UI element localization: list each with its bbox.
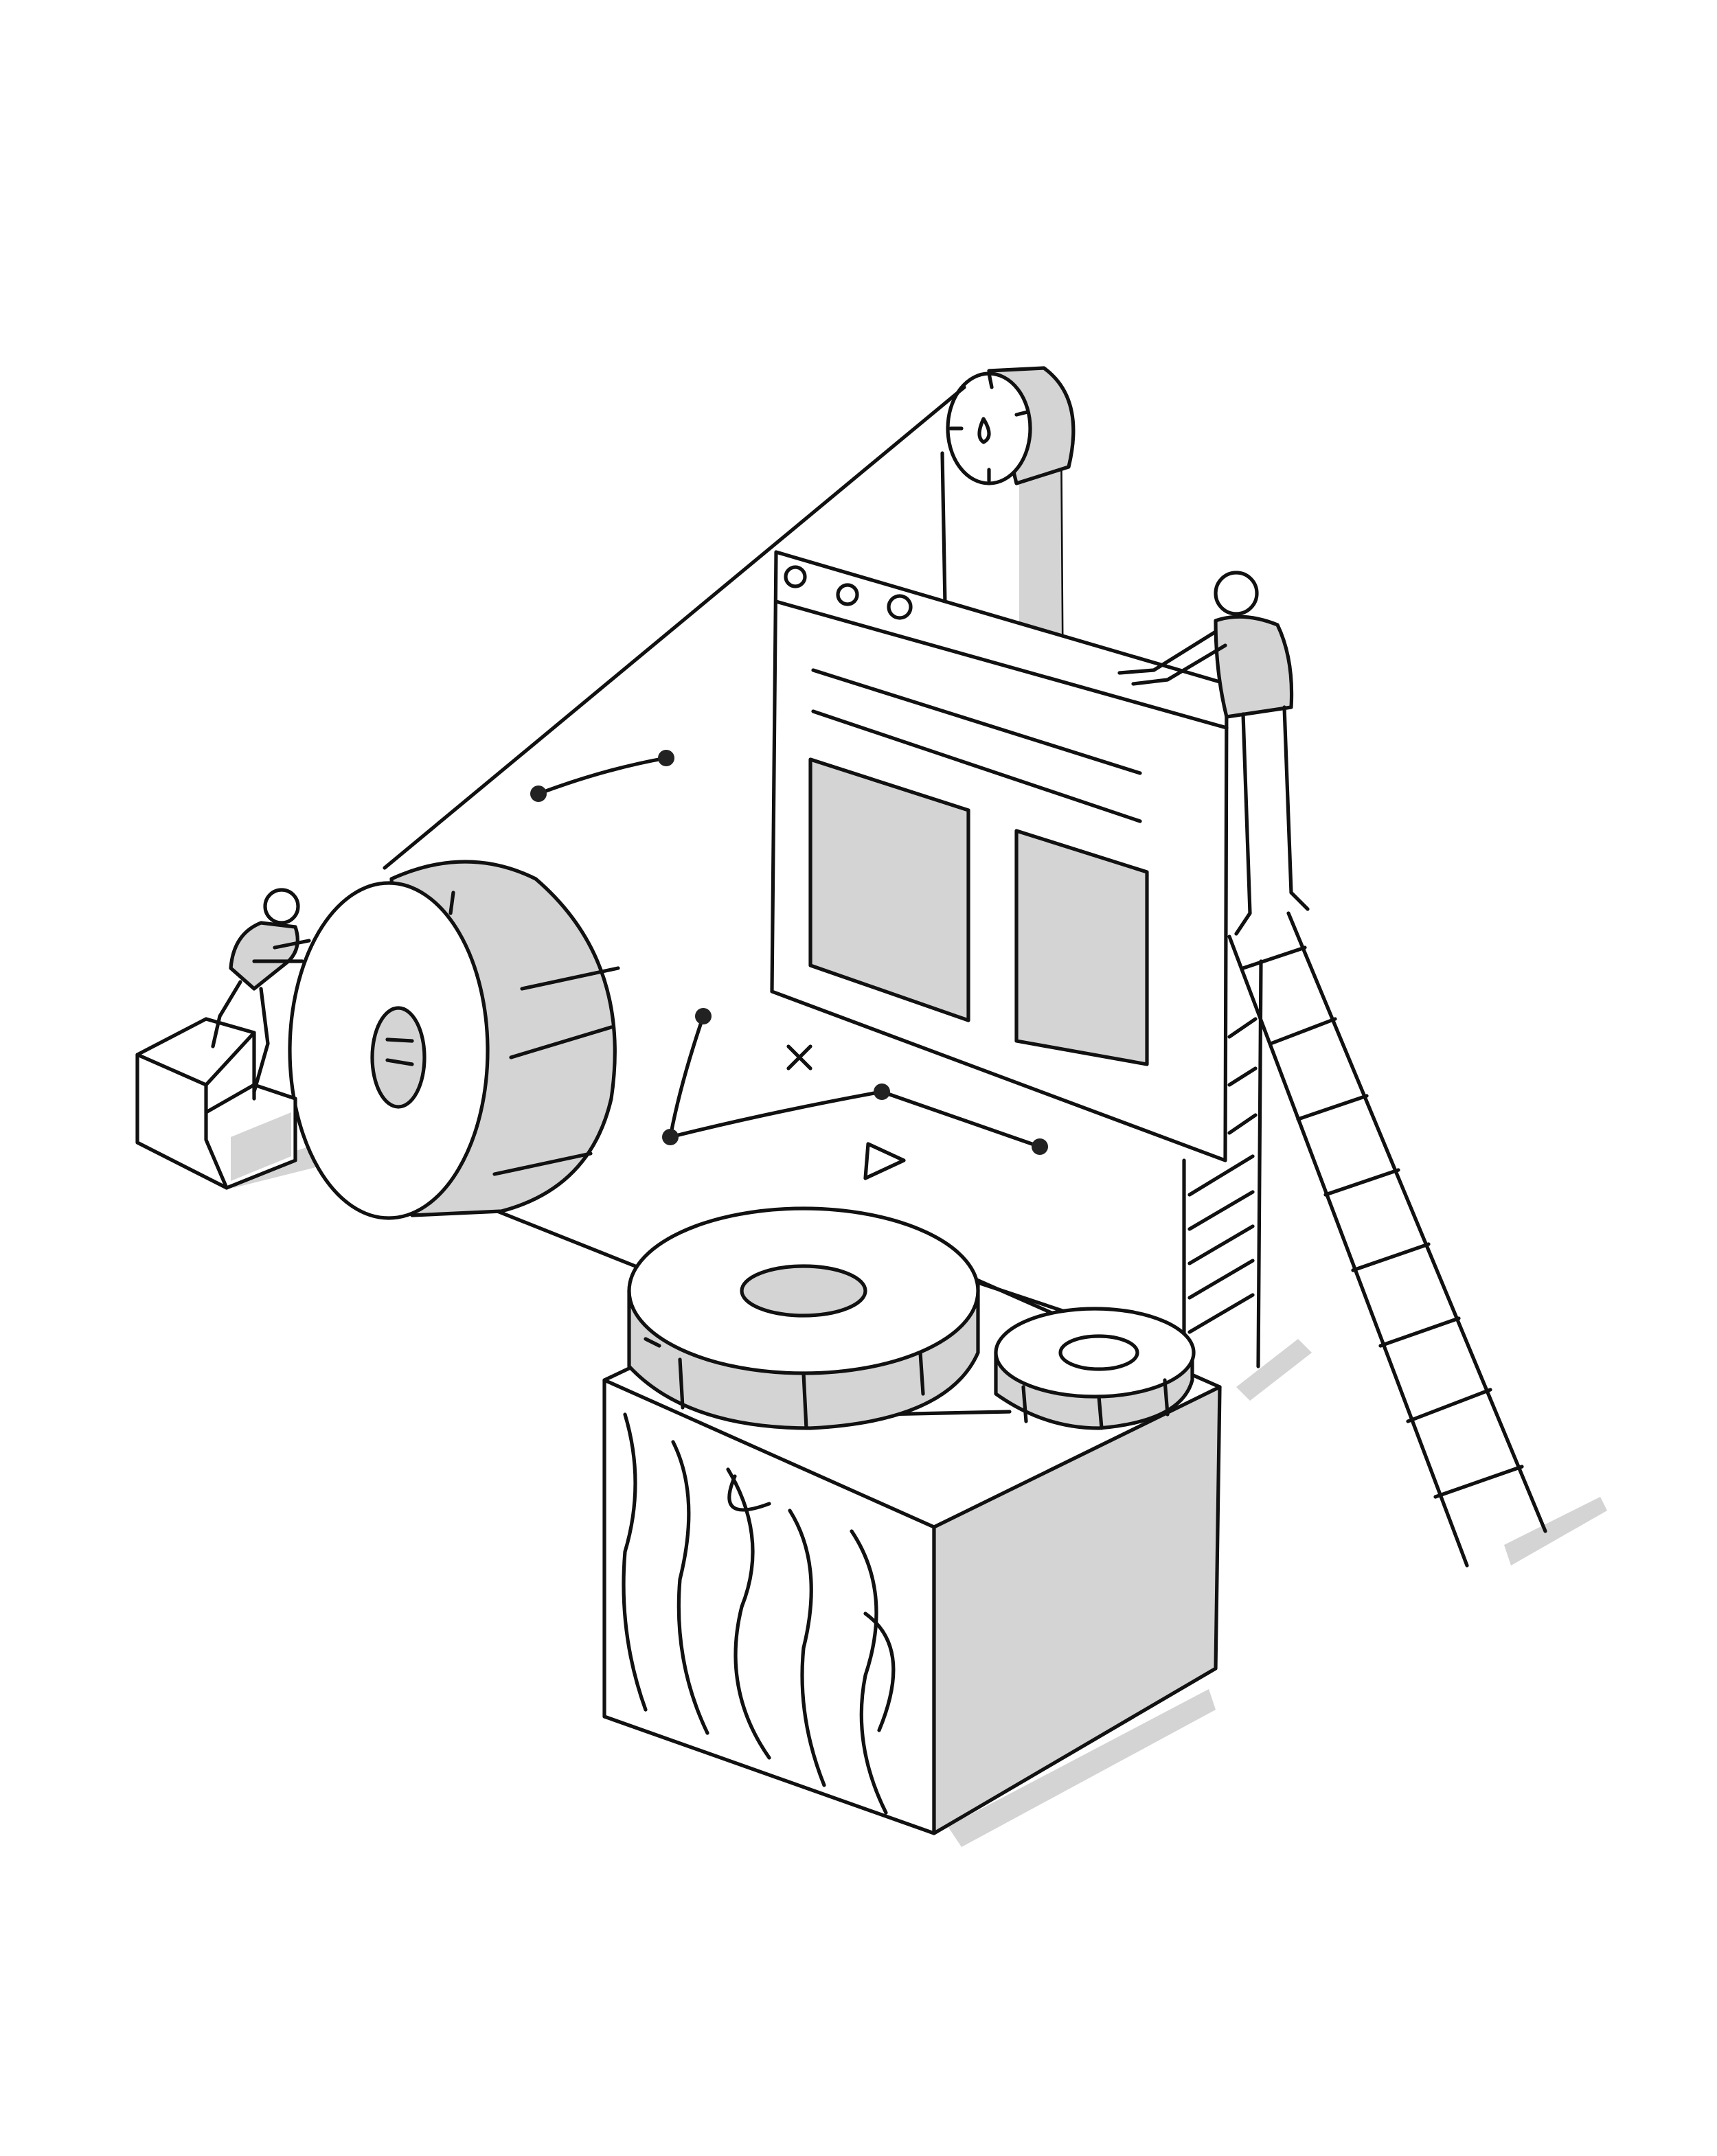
large-gear xyxy=(288,860,620,1220)
person-pushing-gear xyxy=(211,888,311,1094)
stair-block xyxy=(135,1017,297,1190)
window-dot-icon xyxy=(784,565,807,588)
person-on-ladder xyxy=(1117,571,1310,936)
ladder xyxy=(1227,911,1547,1568)
window-dot-icon xyxy=(887,594,913,620)
window-dot-icon xyxy=(836,583,859,606)
x-mark-icon xyxy=(786,1044,812,1070)
ladder-pillar xyxy=(1182,959,1263,1368)
flat-gear-large xyxy=(627,1206,980,1430)
content-panel xyxy=(1014,829,1149,1066)
pulley-wheel xyxy=(946,366,1076,485)
flat-gear-small xyxy=(994,1307,1196,1430)
triangle-icon xyxy=(863,1142,906,1180)
network-graph xyxy=(530,750,1048,1180)
browser-window xyxy=(770,550,1229,1162)
content-panel xyxy=(808,757,970,1022)
base-block xyxy=(602,1241,1222,1835)
top-pillar xyxy=(940,439,1064,647)
